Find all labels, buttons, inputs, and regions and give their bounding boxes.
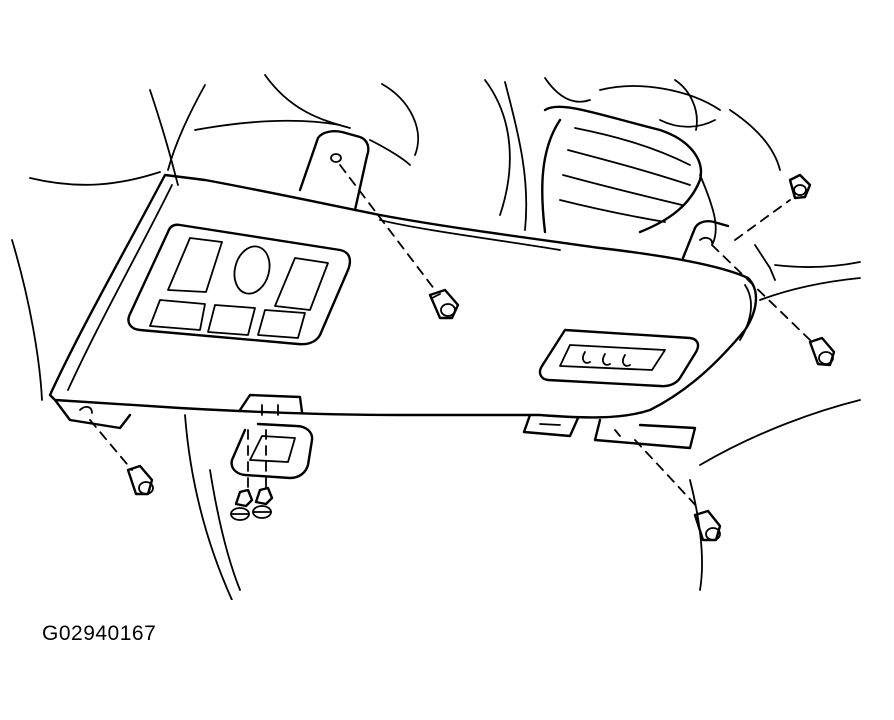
figure-id-label: G02940167 bbox=[42, 622, 157, 645]
screw-right-top bbox=[788, 173, 812, 200]
dimmer-switch bbox=[538, 328, 700, 388]
switch-bezel bbox=[127, 223, 352, 346]
screw-right-lower bbox=[693, 509, 722, 542]
steering-column-shroud bbox=[541, 79, 703, 234]
lower-cover-panel bbox=[48, 173, 758, 419]
background-interior-lines bbox=[11, 74, 861, 600]
screw-left-lower bbox=[126, 464, 154, 496]
lower-right-tabs bbox=[522, 413, 697, 450]
upper-mounting-tab bbox=[298, 130, 370, 212]
lower-center-bracket bbox=[230, 393, 314, 480]
clip-pair-lower-center bbox=[230, 486, 274, 521]
screw-upper bbox=[428, 288, 460, 320]
lower-left-tab bbox=[53, 398, 132, 430]
right-upper-tab bbox=[681, 220, 776, 281]
fastener-leader-lines bbox=[89, 164, 811, 511]
instrument-panel-lower-cover-diagram bbox=[11, 74, 861, 600]
screw-right-middle bbox=[808, 336, 836, 367]
